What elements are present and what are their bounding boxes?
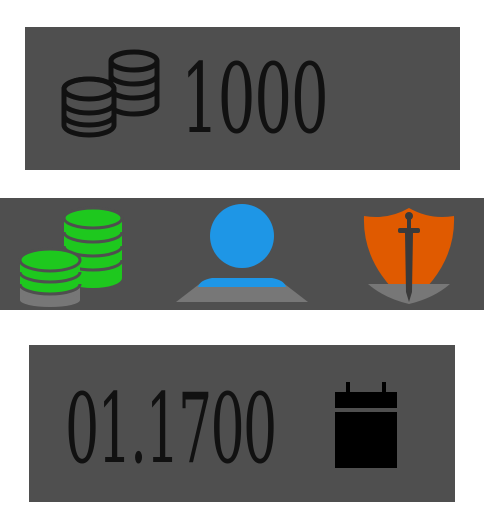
- character-icon[interactable]: [172, 204, 312, 308]
- calendar-icon[interactable]: [335, 380, 397, 468]
- gold-amount: 1000: [181, 43, 329, 155]
- gold-panel: 1000: [25, 27, 460, 170]
- icon-toolbar: [0, 198, 484, 310]
- date-panel: 01.1700: [29, 345, 455, 502]
- current-date: 01.1700: [65, 373, 277, 485]
- shield-sword-icon[interactable]: [360, 206, 458, 308]
- gold-coins-icon[interactable]: [18, 204, 128, 308]
- coin-stack-icon: [61, 49, 160, 138]
